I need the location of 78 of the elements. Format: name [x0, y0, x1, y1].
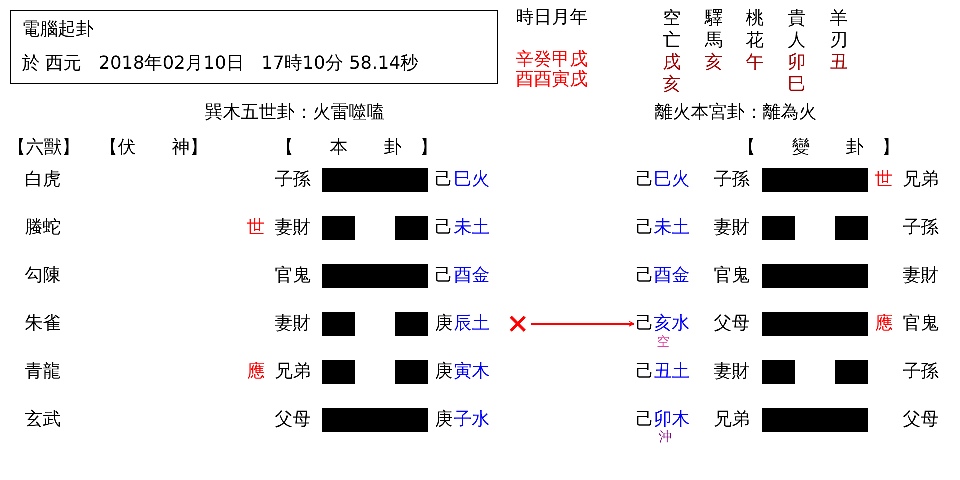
column-header: 【伏 神】	[100, 138, 208, 158]
hexagram-title: 巽木五世卦：火雷噬嗑	[205, 103, 385, 123]
pillar-heading: 時日月年	[516, 8, 588, 28]
stem-label: 庚	[435, 410, 453, 430]
star-value: 戌亥	[663, 52, 681, 96]
relation-label: 妻財	[714, 218, 750, 238]
star-value: 亥	[705, 52, 723, 74]
relation-label: 兄弟	[903, 170, 939, 190]
relation-label: 妻財	[714, 362, 750, 382]
response-mark: 應	[247, 362, 265, 382]
world-mark: 世	[875, 170, 893, 190]
star-value: 丑	[830, 52, 848, 74]
clash-mark: 沖	[659, 429, 672, 447]
animal-name: 白虎	[25, 170, 61, 190]
stem-label: 己	[435, 170, 453, 190]
relation-label: 子孫	[903, 362, 939, 382]
branch-label: 丑土	[654, 362, 690, 382]
relation-label: 父母	[903, 410, 939, 430]
header-title: 電腦起卦	[22, 20, 94, 40]
branch-label: 巳火	[654, 170, 690, 190]
branch-label: 卯木	[654, 410, 690, 430]
relation-label: 官鬼	[275, 266, 311, 286]
relation-label: 妻財	[275, 218, 311, 238]
relation-label: 兄弟	[714, 410, 750, 430]
cross-mark	[509, 315, 527, 333]
stem-label: 庚	[435, 314, 453, 334]
branch-label: 巳火	[454, 170, 490, 190]
relation-label: 妻財	[275, 314, 311, 334]
stem-label: 己	[636, 362, 654, 382]
stem-label: 己	[636, 266, 654, 286]
stem-label: 己	[636, 170, 654, 190]
column-header: 【 變 卦 】	[738, 138, 900, 158]
relation-label: 子孫	[903, 218, 939, 238]
stem-label: 己	[636, 218, 654, 238]
branch-label: 未土	[654, 218, 690, 238]
relation-label: 官鬼	[714, 266, 750, 286]
branch-label: 亥水	[654, 313, 690, 334]
animal-name: 螣蛇	[25, 218, 61, 238]
relation-label: 官鬼	[903, 314, 939, 334]
relation-label: 妻財	[903, 266, 939, 286]
header-box	[10, 10, 498, 84]
animal-name: 勾陳	[25, 266, 61, 286]
stem-label: 己	[636, 313, 654, 334]
date-text: 於 西元 2018年02月10日 17時10分 58.14秒	[22, 54, 419, 74]
relation-label: 子孫	[275, 170, 311, 190]
column-header: 【六獸】	[8, 138, 80, 158]
response-mark: 應	[875, 314, 893, 334]
stem-label: 庚	[435, 362, 453, 382]
arrow	[531, 321, 634, 327]
relation-label: 父母	[714, 314, 750, 334]
branch-label: 酉金	[454, 266, 490, 286]
empty-mark: 空	[657, 334, 670, 352]
branch-label: 辰土	[454, 314, 490, 334]
animal-name: 青龍	[25, 362, 61, 382]
pillar-text: 酉酉寅戌	[516, 70, 588, 90]
column-header: 【 本 卦 】	[276, 138, 438, 158]
stem-label: 己	[636, 410, 654, 430]
stem-label: 己	[435, 266, 453, 286]
star-name: 桃花	[746, 8, 764, 52]
star-name: 羊刃	[830, 8, 848, 52]
branch-label: 未土	[454, 218, 490, 238]
star-name: 貴人	[788, 8, 806, 52]
hexagram-title: 離火本宮卦：離為火	[655, 103, 817, 123]
world-mark: 世	[247, 218, 265, 238]
pillar-text: 辛癸甲戌	[516, 50, 588, 70]
branch-label: 酉金	[654, 266, 690, 286]
star-value: 午	[746, 52, 764, 74]
animal-name: 朱雀	[25, 314, 61, 334]
star-value: 卯巳	[788, 52, 806, 96]
star-name: 驛馬	[705, 8, 723, 52]
stem-label: 己	[435, 218, 453, 238]
animal-name: 玄武	[25, 410, 61, 430]
branch-label: 子水	[454, 410, 490, 430]
branch-label: 寅木	[454, 362, 490, 382]
star-name: 空亡	[663, 8, 681, 52]
relation-label: 子孫	[714, 170, 750, 190]
relation-label: 父母	[275, 410, 311, 430]
relation-label: 兄弟	[275, 362, 311, 382]
